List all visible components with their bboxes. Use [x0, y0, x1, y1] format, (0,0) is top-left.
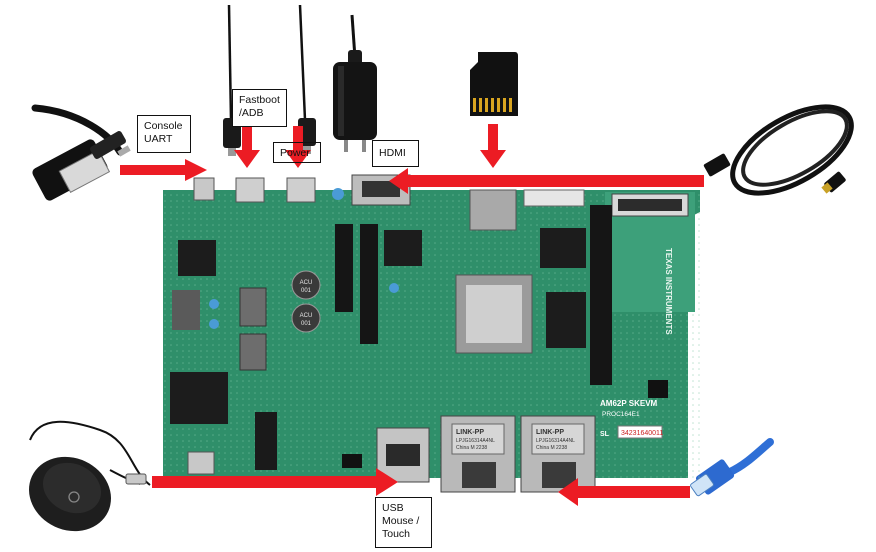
arrow-microsd	[480, 124, 506, 168]
power-adapter-icon	[333, 14, 377, 152]
jack2-brand-text: LINK-PP	[536, 429, 564, 436]
arrow-console-uart	[120, 159, 207, 181]
jack1-origin-text: China M 2238	[456, 445, 487, 451]
ethernet-cable-icon	[690, 438, 774, 497]
microsd-card-icon	[470, 52, 518, 116]
board-serial-text: 34231640011	[621, 430, 663, 437]
arrow-ethernet	[558, 478, 690, 506]
hdmi-cable-icon	[703, 104, 854, 196]
usb-mouse-icon	[29, 420, 151, 532]
arrow-hdmi	[389, 168, 704, 194]
board-model-text: AM62P SKEVM	[600, 399, 658, 408]
capacitor-label-2: 001	[301, 321, 312, 327]
label-console-uart: Console UART	[137, 115, 191, 153]
capacitor-label-1: 001	[301, 288, 312, 294]
connection-arrows	[120, 124, 704, 506]
board-brand-text: TEXAS INSTRUMENTS	[664, 248, 673, 335]
uart-usb-port	[193, 177, 215, 201]
power-usb-c-port	[286, 177, 316, 203]
label-power: Power	[273, 142, 321, 163]
board-sl-mark: SL	[600, 431, 610, 438]
arrow-usb	[152, 468, 398, 496]
fastboot-usb-c-port	[235, 177, 265, 203]
board-model-sub-text: PROC164E1	[602, 411, 640, 418]
am62p-sk-board	[163, 174, 700, 493]
arrow-fastboot	[234, 126, 260, 168]
jack2-code-text: LPJG16314A4NL	[536, 438, 575, 444]
fastboot-cable-icon	[223, 4, 241, 156]
usb-uart-cable-icon	[31, 104, 131, 201]
jack1-code-text: LPJG16314A4NL	[456, 438, 495, 444]
jack1-brand-text: LINK-PP	[456, 429, 484, 436]
capacitor-label-2: ACU	[300, 313, 313, 319]
jack2-origin-text: China M 2238	[536, 445, 567, 451]
label-hdmi: HDMI	[372, 140, 419, 167]
label-fastboot-adb: Fastboot /ADB	[232, 89, 287, 127]
capacitor-label-1: ACU	[300, 280, 313, 286]
label-usb-mouse-touch: USB Mouse / Touch	[375, 497, 432, 548]
arrow-power	[285, 126, 311, 168]
microsd-slot	[469, 189, 517, 231]
